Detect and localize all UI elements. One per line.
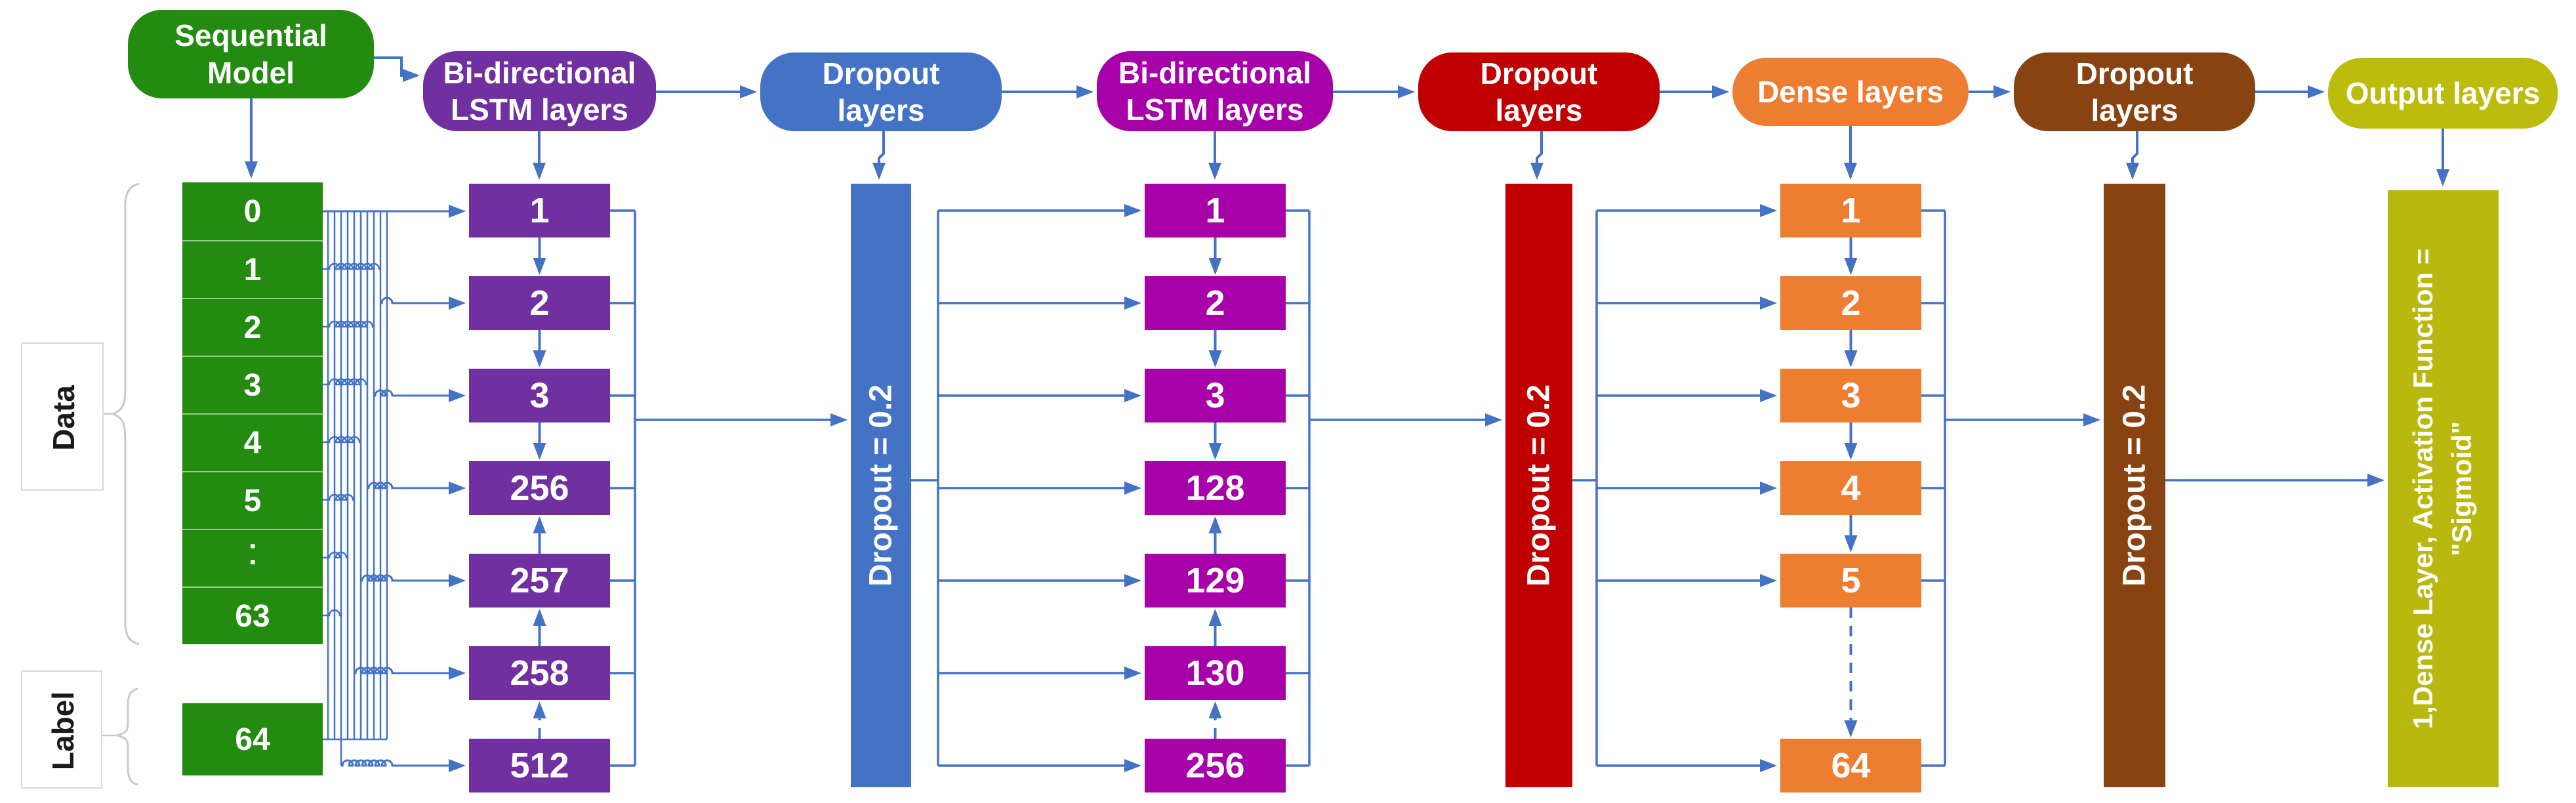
header-output-layers: Output layers xyxy=(2328,58,2558,129)
lstm2-box: 3 xyxy=(1145,369,1286,422)
header-dropout-1: Dropout layers xyxy=(760,52,1002,131)
input-cell: ·· xyxy=(182,529,323,587)
input-cell: 63 xyxy=(182,587,323,644)
lstm1-box: 257 xyxy=(469,554,610,607)
lstm1-box: 3 xyxy=(469,369,610,422)
dropout-bar-2-label: Dropout = 0.2 xyxy=(1521,384,1557,587)
lstm1-box: 512 xyxy=(469,739,610,793)
dense-box: 4 xyxy=(1780,461,1921,515)
dense-box: 1 xyxy=(1780,184,1921,237)
header-sequential-model: Sequential Model xyxy=(128,10,374,98)
lstm2-box: 128 xyxy=(1145,461,1286,515)
output-block-line1: 1,Dense Layer, Activation Function = xyxy=(2407,248,2439,730)
header-bidirectional-lstm-2: Bi-directional LSTM layers xyxy=(1097,51,1333,131)
output-block: 1,Dense Layer, Activation Function = "Si… xyxy=(2388,190,2499,787)
grouping-braces xyxy=(102,182,140,786)
lstm1-box: 2 xyxy=(469,276,610,330)
label-label-box: Label xyxy=(21,670,102,789)
output-block-text: 1,Dense Layer, Activation Function = "Si… xyxy=(2404,200,2482,777)
data-label-box: Data xyxy=(21,342,104,491)
lstm2-box: 129 xyxy=(1145,554,1286,607)
dropout-bar-1-label: Dropout = 0.2 xyxy=(863,384,899,587)
data-label-text: Data xyxy=(47,385,81,451)
header-dropout-3: Dropout layers xyxy=(2014,52,2255,131)
output-block-line2: "Sigmoid" xyxy=(2446,421,2477,556)
lstm2-box: 1 xyxy=(1145,184,1286,237)
input-cell: 4 xyxy=(182,413,323,471)
dense-box: 3 xyxy=(1780,369,1921,422)
input-cell: 2 xyxy=(182,298,323,356)
dropout-bar-2: Dropout = 0.2 xyxy=(1505,184,1572,787)
header-dropout-2: Dropout layers xyxy=(1418,52,1660,131)
lstm2-box: 256 xyxy=(1145,739,1286,793)
lstm1-box: 1 xyxy=(469,184,610,237)
input-cell: 5 xyxy=(182,471,323,529)
dropout-bar-1: Dropout = 0.2 xyxy=(851,184,911,787)
header-dense-layers: Dense layers xyxy=(1732,58,1969,126)
lstm2-box: 130 xyxy=(1145,646,1286,700)
dense-box: 2 xyxy=(1780,276,1921,330)
lstm1-box: 258 xyxy=(469,646,610,700)
lstm2-box: 2 xyxy=(1145,276,1286,330)
dropout-bar-3-label: Dropout = 0.2 xyxy=(2117,384,2152,587)
header-bidirectional-lstm-1: Bi-directional LSTM layers xyxy=(423,51,656,131)
input-cell: 1 xyxy=(182,240,323,298)
dense-box: 5 xyxy=(1780,554,1921,607)
label-label-text: Label xyxy=(46,691,80,771)
input-cell: 3 xyxy=(182,356,323,413)
input-cell: 0 xyxy=(182,182,323,240)
dense-box: 64 xyxy=(1780,739,1921,793)
dropout-bar-3: Dropout = 0.2 xyxy=(2104,184,2165,787)
label-cell: 64 xyxy=(182,703,323,775)
lstm1-box: 256 xyxy=(469,461,610,515)
